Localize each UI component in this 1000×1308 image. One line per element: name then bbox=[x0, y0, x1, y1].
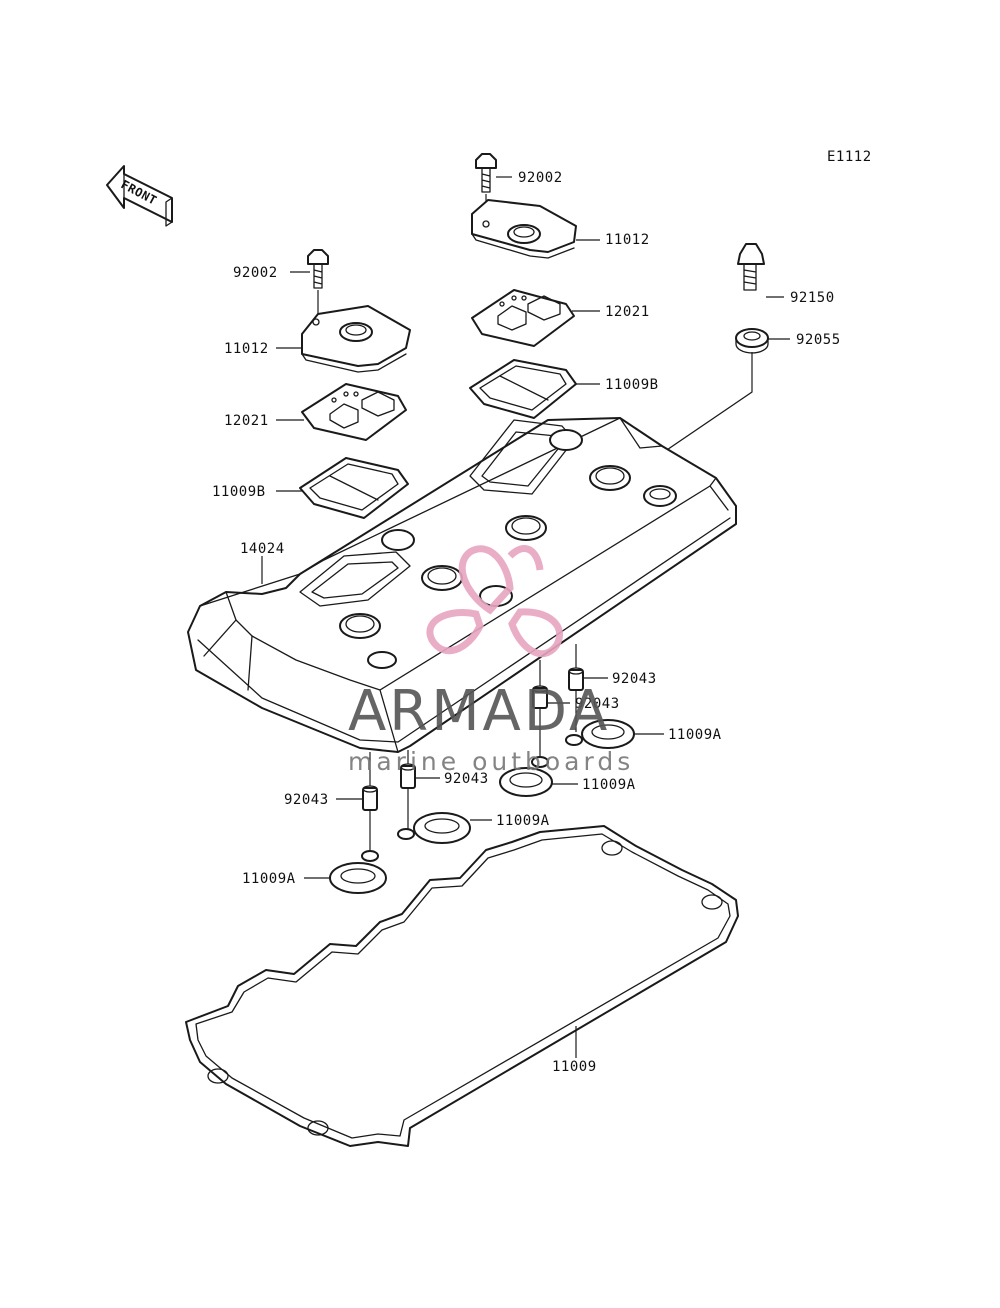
label-11009a-1: 11009A bbox=[668, 727, 722, 743]
label-92055: 92055 bbox=[796, 332, 841, 348]
label-11009b-left: 11009B bbox=[212, 484, 266, 500]
cap-11012-left bbox=[301, 305, 411, 373]
armada-watermark: ARMADA marine outboards bbox=[348, 545, 634, 776]
oring-2 bbox=[499, 756, 553, 797]
label-92002-top: 92002 bbox=[518, 170, 563, 186]
front-arrow-icon: FRONT bbox=[106, 165, 173, 227]
plate-12021-top bbox=[471, 289, 575, 347]
bolt-92150 bbox=[737, 243, 765, 291]
plate-12021-left bbox=[301, 383, 407, 441]
label-92043-2: 92043 bbox=[575, 696, 620, 712]
gasket-11009 bbox=[185, 825, 739, 1147]
washer-92055 bbox=[735, 328, 769, 354]
oring-4 bbox=[329, 850, 387, 894]
label-11012-top: 11012 bbox=[605, 232, 650, 248]
label-12021-left: 12021 bbox=[224, 413, 269, 429]
bolt-92002-top bbox=[475, 153, 497, 193]
bolt-92002-left bbox=[307, 249, 329, 289]
label-92043-1: 92043 bbox=[612, 671, 657, 687]
label-12021-top: 12021 bbox=[605, 304, 650, 320]
gasket-11009b-left bbox=[299, 457, 409, 519]
watermark-brand: ARMADA bbox=[348, 679, 610, 744]
label-11009-main: 11009 bbox=[552, 1059, 597, 1075]
label-92150: 92150 bbox=[790, 290, 835, 306]
diagram-code: E1112 bbox=[827, 149, 872, 165]
cover-14024 bbox=[187, 417, 737, 753]
dowel-pin-4 bbox=[362, 785, 378, 811]
label-11012-left: 11012 bbox=[224, 341, 269, 357]
oring-3 bbox=[397, 812, 471, 844]
label-92002-left: 92002 bbox=[233, 265, 278, 281]
gasket-11009b-top bbox=[469, 359, 577, 419]
propeller-logo-icon bbox=[426, 545, 564, 658]
label-11009a-2: 11009A bbox=[582, 777, 636, 793]
label-11009a-3: 11009A bbox=[496, 813, 550, 829]
cap-11012-top bbox=[471, 199, 577, 259]
dowel-pin-2 bbox=[532, 685, 548, 709]
label-11009a-4: 11009A bbox=[242, 871, 296, 887]
label-92043-3: 92043 bbox=[444, 771, 489, 787]
watermark-tagline: marine outboards bbox=[348, 747, 634, 776]
label-14024: 14024 bbox=[240, 541, 285, 557]
label-11009b-top: 11009B bbox=[605, 377, 659, 393]
label-92043-4: 92043 bbox=[284, 792, 329, 808]
